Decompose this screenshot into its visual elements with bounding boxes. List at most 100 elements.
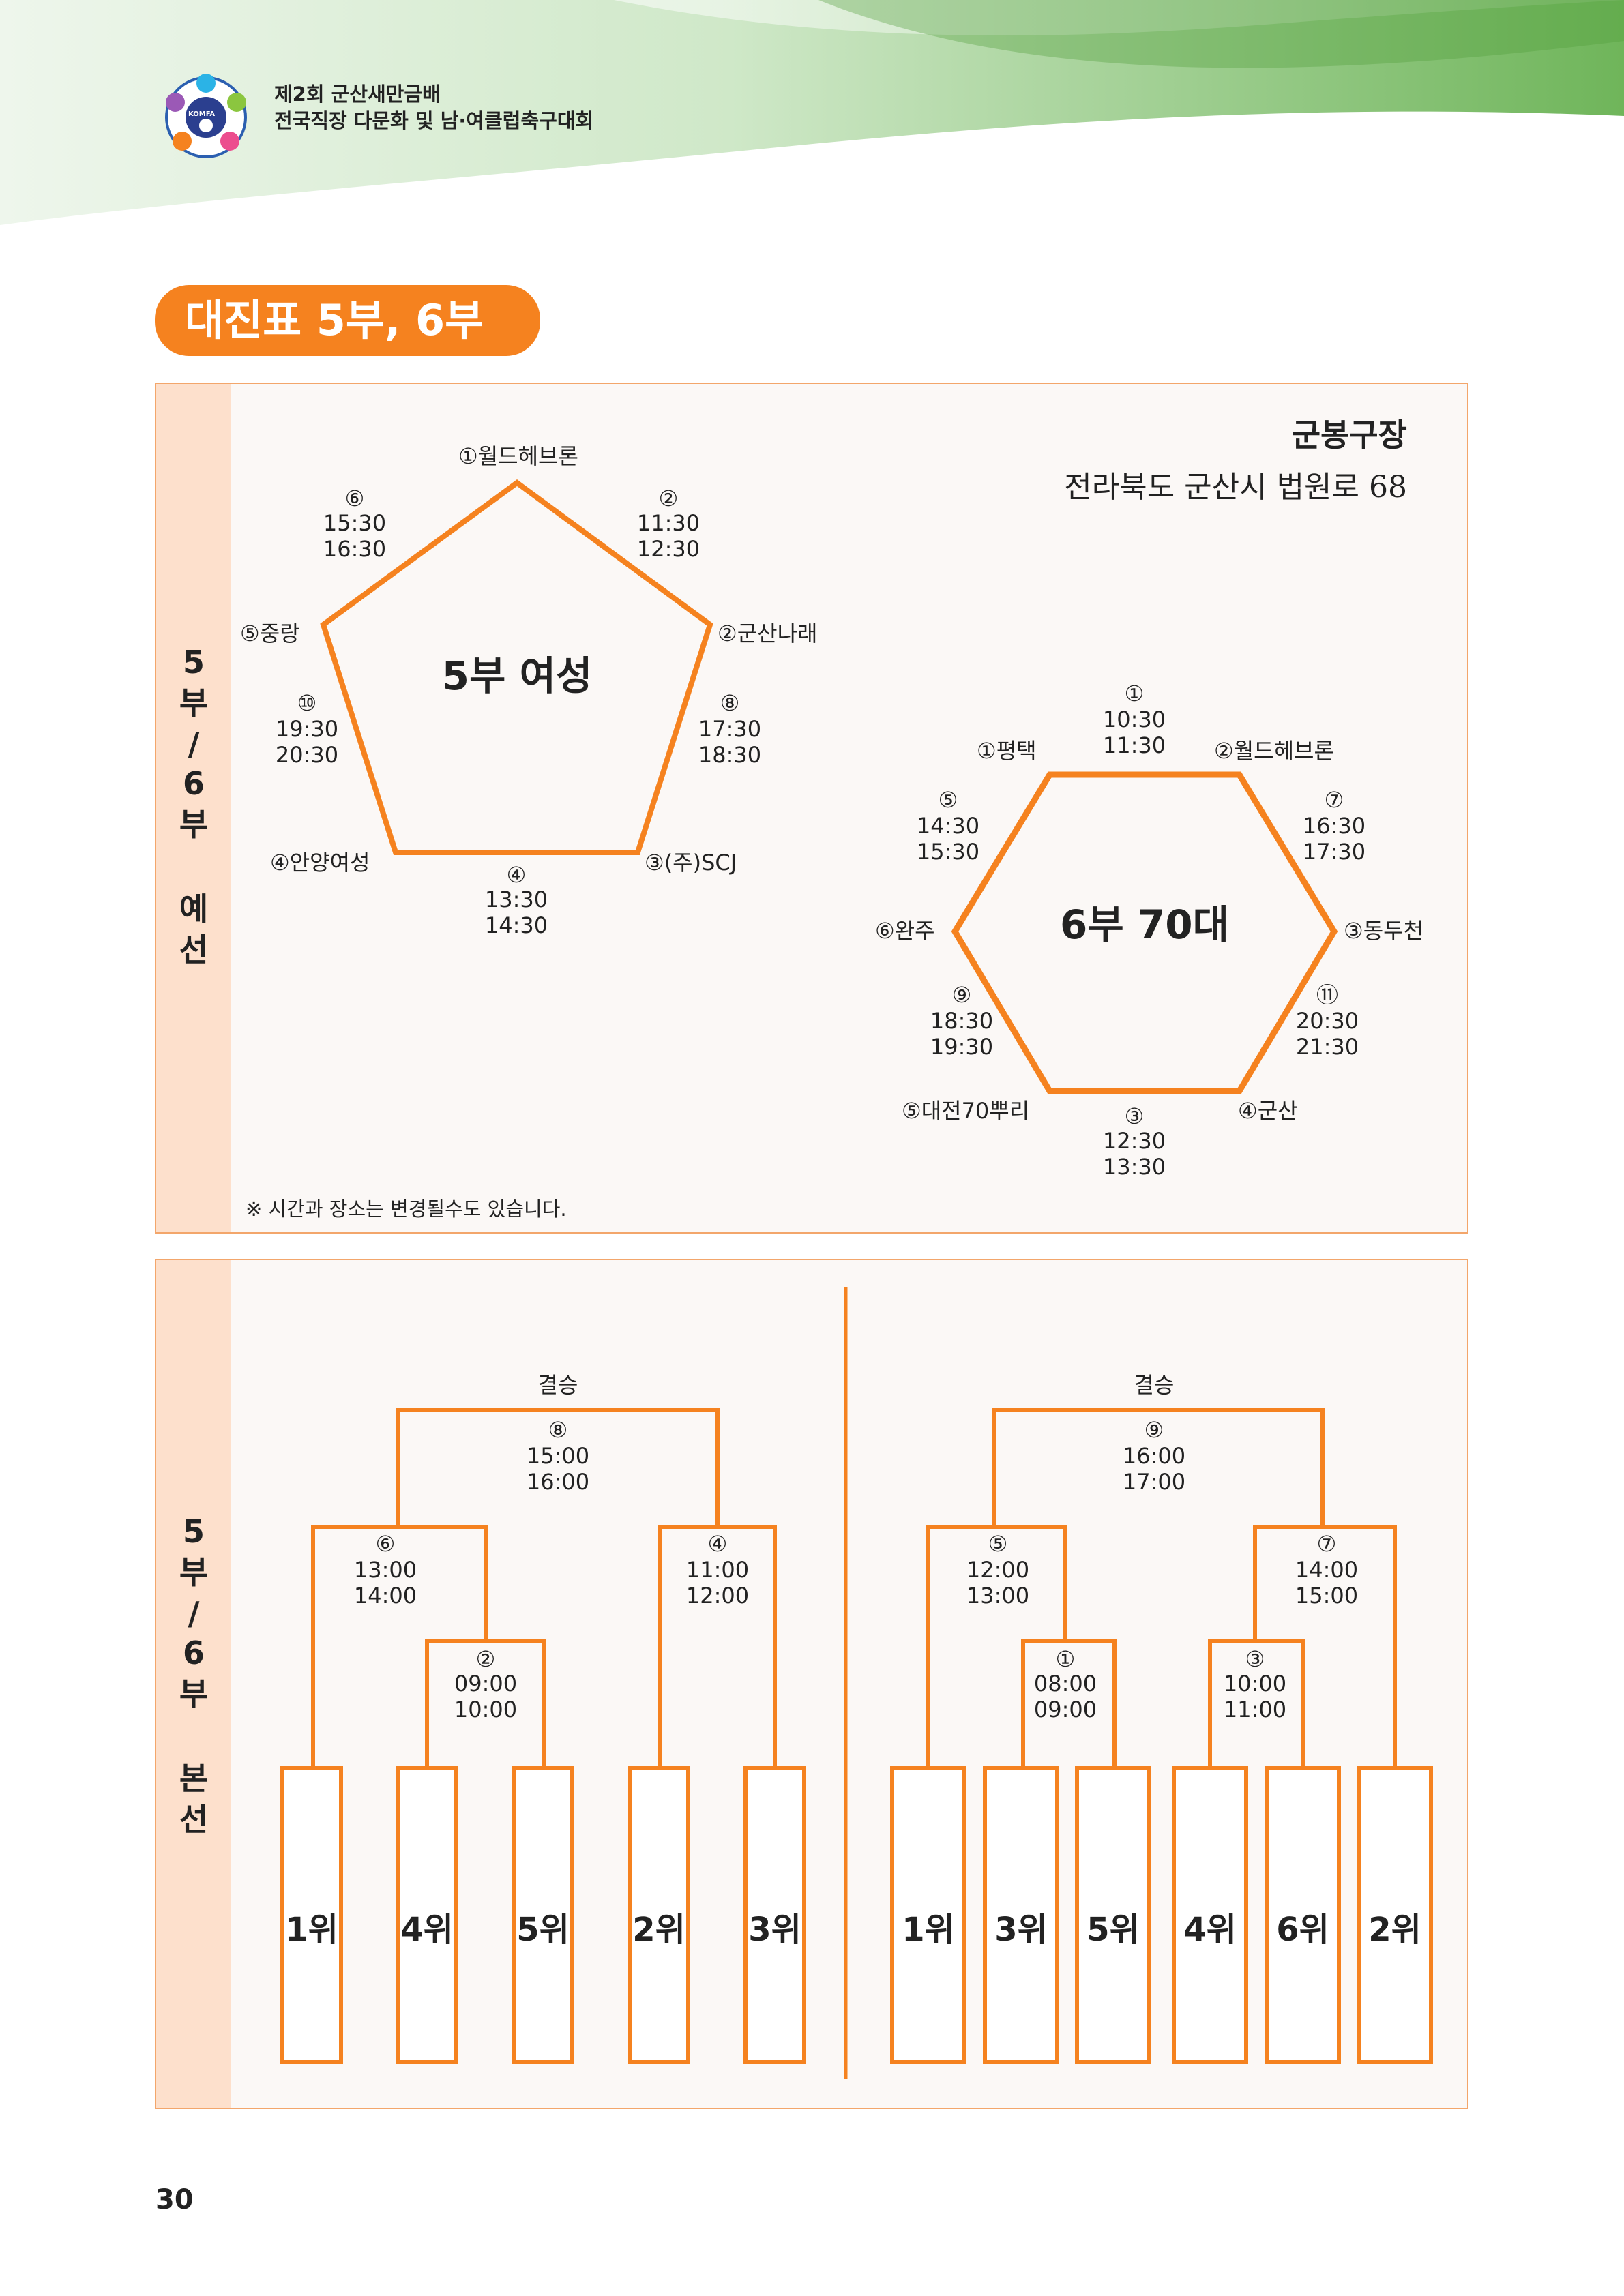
rank-box [396, 1766, 458, 2064]
match-start: 15:30 [323, 510, 387, 536]
match-start: 14:30 [916, 813, 980, 839]
division5-title: 5부 여성 [441, 653, 593, 699]
match-end: 19:30 [930, 1034, 994, 1060]
match-start: 09:00 [454, 1671, 518, 1697]
side-char: 6 [182, 765, 205, 802]
rank-box [983, 1766, 1059, 2064]
match-start: 17:30 [698, 716, 762, 742]
match-end: 12:00 [685, 1583, 750, 1609]
venue-address: 전라북도 군산시 법원로 68 [1064, 470, 1407, 505]
match-start: 16:30 [1302, 813, 1366, 839]
division5-pentagon [320, 479, 713, 855]
match-start: 12:00 [966, 1557, 1030, 1583]
team-label: ④군산 [1238, 1098, 1298, 1124]
team-label: ①월드헤브론 [458, 443, 578, 469]
team-label: ⑥완주 [875, 918, 935, 944]
side-char: 부 [179, 806, 209, 843]
rank-label: 5위 [1087, 1911, 1140, 1949]
match-end: 16:00 [526, 1469, 590, 1495]
match-end: 11:30 [1102, 732, 1166, 758]
bracket5-lines [311, 1408, 777, 1766]
team-label: ⑤중랑 [240, 621, 300, 646]
header-background [0, 0, 1624, 225]
match-number: ⑦ [1324, 787, 1344, 813]
team-label: ③동두천 [1344, 918, 1424, 944]
rank-label: 4위 [1183, 1911, 1237, 1949]
match-start: 14:00 [1295, 1557, 1359, 1583]
rank-label: 2위 [1368, 1911, 1421, 1949]
match-start: 11:00 [685, 1557, 750, 1583]
match-start: 19:30 [275, 716, 339, 742]
match-end: 15:00 [1295, 1583, 1359, 1609]
match-start: 15:00 [526, 1443, 590, 1469]
match-number: ① [1124, 681, 1145, 706]
team-label: ②월드헤브론 [1214, 738, 1334, 764]
schedule-note: ※ 시간과 장소는 변경될수도 있습니다. [246, 1197, 567, 1221]
match-end: 12:30 [636, 536, 700, 562]
match-start: 10:30 [1102, 706, 1166, 732]
venue-name: 군봉구장 [1291, 417, 1407, 453]
rank-box [1357, 1766, 1433, 2064]
match-number: ⑨ [1144, 1417, 1164, 1443]
match-end: 17:00 [1122, 1469, 1186, 1495]
section-title: 대진표 5부, 6부 [155, 285, 540, 356]
prelim-side-label: 5 부 / 6 부 예 선 [156, 384, 231, 1232]
match-end: 21:30 [1295, 1034, 1359, 1060]
match-number: ⑥ [375, 1531, 396, 1557]
match-start: 13:30 [484, 886, 548, 912]
team-label: ①평택 [977, 738, 1037, 764]
tournament-logo [165, 74, 247, 158]
side-char: 예 [179, 891, 209, 927]
match-start: 13:00 [353, 1557, 417, 1583]
rank-label: 5위 [516, 1911, 570, 1949]
rank-label: 4위 [400, 1911, 454, 1949]
match-number: ⑤ [938, 787, 958, 813]
match-number: ⑧ [720, 690, 740, 716]
match-number: ③ [1245, 1646, 1265, 1672]
match-number: ⑨ [951, 982, 972, 1008]
match-number: ⑦ [1316, 1531, 1337, 1557]
team-label: ⑤대전70뿌리 [902, 1098, 1030, 1124]
match-start: 08:00 [1033, 1671, 1097, 1697]
match-end: 13:00 [966, 1583, 1030, 1609]
match-number: ④ [506, 862, 527, 888]
match-number: ② [658, 486, 679, 511]
match-end: 10:00 [454, 1697, 518, 1723]
team-label: ②군산나래 [718, 621, 818, 646]
match-start: 11:30 [636, 510, 700, 536]
team-label: ④안양여성 [270, 850, 370, 876]
match-number: ⑩ [297, 690, 317, 716]
rank-box [280, 1766, 343, 2064]
match-number: ② [475, 1646, 496, 1672]
rank-box [743, 1766, 806, 2064]
match-number: ⑥ [344, 486, 365, 511]
rank-box [890, 1766, 966, 2064]
rank-box [1075, 1766, 1151, 2064]
match-end: 17:30 [1302, 839, 1366, 865]
match-number: ⑤ [988, 1531, 1008, 1557]
team-label: ③(주)SCJ [645, 850, 737, 876]
logo-text: KOMFA [188, 110, 216, 118]
prelim-panel: 5 부 / 6 부 예 선 [155, 383, 1468, 1234]
match-number: ① [1055, 1646, 1076, 1672]
page-number: 30 [156, 2184, 194, 2216]
match-start: 10:00 [1223, 1671, 1287, 1697]
division6-hexagon [951, 771, 1338, 1094]
match-start: 12:30 [1102, 1128, 1166, 1154]
final-label: 결승 [1134, 1372, 1175, 1398]
match-end: 09:00 [1033, 1697, 1097, 1723]
division6-title: 6부 70대 [1060, 901, 1229, 948]
match-number: ④ [707, 1531, 728, 1557]
rank-label: 2위 [632, 1911, 685, 1949]
side-char: / [188, 726, 200, 762]
match-end: 13:30 [1102, 1154, 1166, 1180]
side-char: 부 [179, 685, 209, 721]
bracket6-lines [926, 1408, 1397, 1766]
final-label: 결승 [537, 1372, 578, 1398]
rank-box [512, 1766, 574, 2064]
match-end: 20:30 [275, 742, 339, 768]
rank-label: 1위 [902, 1911, 955, 1949]
header-title-line2: 전국직장 다문화 및 남·여클럽축구대회 [274, 109, 594, 132]
match-end: 11:00 [1223, 1697, 1287, 1723]
